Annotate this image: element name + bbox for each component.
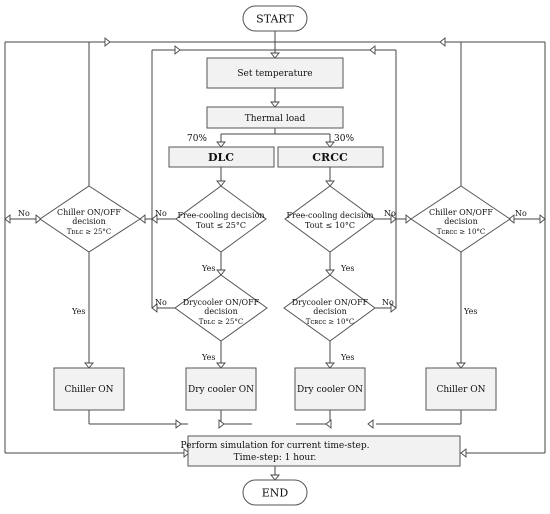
perform-line2: Time-step: 1 hour.	[234, 453, 317, 463]
no-label: No	[382, 298, 394, 307]
decision-text: decision	[72, 217, 106, 226]
free-cooling-decision-right: Free-cooling decision Tout ≤ 10°C	[284, 185, 376, 253]
no-label: No	[155, 209, 167, 218]
chiller-on-label: Chiller ON	[436, 385, 485, 395]
perform-simulation-box: Perform simulation for current time-step…	[181, 435, 461, 467]
end-terminal: END	[242, 479, 308, 506]
yes-label: Yes	[201, 353, 215, 362]
split-left-pct: 70%	[187, 134, 207, 144]
yes-label: Yes	[201, 264, 215, 273]
no-label: No	[18, 209, 30, 218]
decision-text: decision	[313, 307, 347, 316]
branch-labels: No No No No No No Yes Yes Yes Yes Yes Ye…	[18, 209, 527, 362]
chiller-on-label: Chiller ON	[64, 385, 113, 395]
yes-label: Yes	[340, 353, 354, 362]
decision-text: decision	[444, 217, 478, 226]
decision-text: Drycooler ON/OFF	[292, 298, 369, 307]
arrowheads	[4, 37, 546, 481]
drycooler-decision-right: Drycooler ON/OFF decision Tᴄʀᴄᴄ ≥ 10°C	[283, 274, 376, 342]
decision-condition: Tout ≤ 10°C	[305, 221, 355, 230]
connectors	[4, 31, 546, 480]
thermal-load-label: Thermal load	[245, 114, 306, 124]
perform-line1: Perform simulation for current time-step…	[181, 441, 370, 451]
decision-text: Free-cooling decision	[286, 211, 373, 220]
free-cooling-decision-left: Free-cooling decision Tout ≤ 25°C	[175, 185, 267, 253]
dry-cooler-on-label: Dry cooler ON	[188, 385, 254, 395]
end-label: END	[262, 487, 289, 500]
dry-cooler-on-right-box: Dry cooler ON	[294, 367, 366, 411]
dlc-box: DLC	[168, 146, 275, 168]
decision-condition: Tᴅʟᴄ ≥ 25°C	[67, 228, 112, 236]
decision-condition: Tᴄʀᴄᴄ ≥ 10°C	[306, 318, 355, 326]
dlc-label: DLC	[208, 151, 234, 164]
decision-text: Chiller ON/OFF	[57, 208, 121, 217]
decision-condition: Tᴄʀᴄᴄ ≥ 10°C	[437, 228, 486, 236]
yes-label: Yes	[340, 264, 354, 273]
yes-label: Yes	[463, 307, 477, 316]
dry-cooler-on-left-box: Dry cooler ON	[185, 367, 257, 411]
decision-condition: Tᴅʟᴄ ≥ 25°C	[199, 318, 244, 326]
decision-text: Free-cooling decision	[177, 211, 264, 220]
thermal-load-box: Thermal load	[206, 106, 344, 129]
dry-cooler-on-label: Dry cooler ON	[297, 385, 363, 395]
no-label: No	[155, 298, 167, 307]
yes-label: Yes	[71, 307, 85, 316]
decision-condition: Tout ≤ 25°C	[196, 221, 246, 230]
chiller-decision-left: Chiller ON/OFF decision Tᴅʟᴄ ≥ 25°C	[39, 185, 141, 253]
no-label: No	[515, 209, 527, 218]
set-temperature-box: Set temperature	[206, 57, 344, 89]
set-temperature-label: Set temperature	[237, 69, 312, 79]
decision-text: Chiller ON/OFF	[429, 208, 493, 217]
start-terminal: START	[242, 5, 308, 32]
chiller-on-right-box: Chiller ON	[425, 367, 497, 411]
start-label: START	[256, 13, 294, 26]
split-right-pct: 30%	[334, 134, 354, 144]
no-label: No	[384, 209, 396, 218]
crcc-label: CRCC	[312, 151, 348, 164]
chiller-on-left-box: Chiller ON	[53, 367, 125, 411]
chiller-decision-right: Chiller ON/OFF decision Tᴄʀᴄᴄ ≥ 10°C	[410, 185, 511, 253]
decision-text: Drycooler ON/OFF	[183, 298, 260, 307]
crcc-box: CRCC	[277, 146, 384, 168]
drycooler-decision-left: Drycooler ON/OFF decision Tᴅʟᴄ ≥ 25°C	[174, 274, 268, 342]
decision-text: decision	[204, 307, 238, 316]
